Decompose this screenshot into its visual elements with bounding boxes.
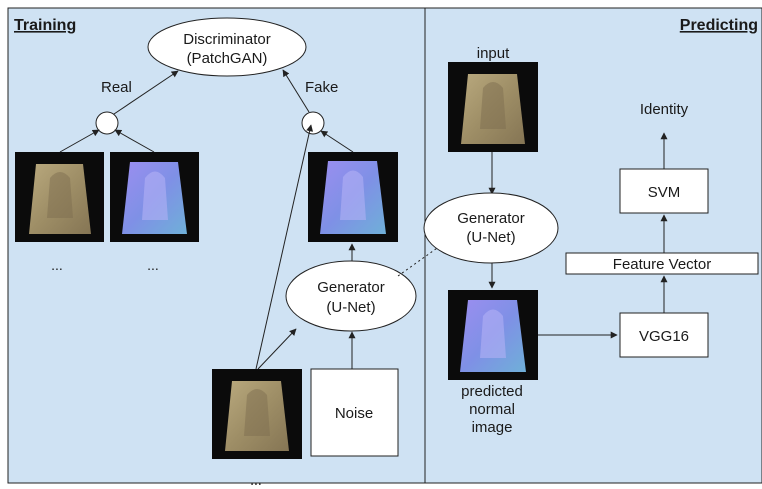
vgg16-box [619, 312, 709, 358]
real-photo-ellipsis: ... [51, 257, 63, 273]
noise-label: Noise [335, 405, 373, 422]
fake-image-to-concat-arrow [320, 130, 354, 153]
vgg16-label: VGG16 [639, 328, 689, 345]
predicting-heading: Predicting [680, 17, 758, 34]
input-label: input [477, 45, 510, 62]
predict-input-photo-image [448, 62, 538, 152]
fake-concat-node [301, 111, 325, 135]
input-to-generator-arrow [257, 328, 297, 370]
shared-generator-link [397, 245, 441, 277]
predict-generator-node [423, 192, 559, 264]
training-heading: Training [14, 17, 76, 34]
predicted-label-line3: image [472, 419, 513, 436]
discriminator-title: Discriminator [183, 31, 271, 48]
real-normal-arrow [114, 129, 155, 153]
noise-box [310, 368, 399, 457]
discriminator-subtitle: (PatchGAN) [187, 50, 268, 67]
real-normal-map-image [110, 152, 199, 242]
training-generator-title: Generator [317, 279, 385, 296]
predict-generator-subtitle: (U-Net) [466, 229, 515, 246]
real-photo-arrow [59, 129, 100, 153]
predicted-label-line1: predicted [461, 383, 523, 400]
training-input-photo-image [212, 369, 302, 459]
svm-box [619, 168, 709, 214]
real-normal-ellipsis: ... [147, 257, 159, 273]
real-label: Real [101, 79, 132, 96]
discriminator-node [147, 17, 307, 77]
identity-label: Identity [640, 101, 689, 118]
predicted-label-line2: normal [469, 401, 515, 418]
svm-label: SVM [648, 184, 681, 201]
feature-vector-box [565, 252, 759, 275]
training-input-ellipsis: ... [250, 472, 262, 488]
fake-to-discriminator-arrow [282, 69, 310, 113]
real-to-discriminator-arrow [113, 70, 179, 115]
training-generator-subtitle: (U-Net) [326, 299, 375, 316]
real-concat-node [95, 111, 119, 135]
real-photo-image [15, 152, 104, 242]
training-generator-node [285, 260, 417, 332]
input-to-fake-concat-arrow [255, 124, 314, 370]
feature-vector-label: Feature Vector [613, 256, 711, 273]
fake-label: Fake [305, 79, 338, 96]
predict-generator-title: Generator [457, 210, 525, 227]
fake-normal-map-image [308, 152, 398, 242]
predicted-normal-image [448, 290, 538, 380]
